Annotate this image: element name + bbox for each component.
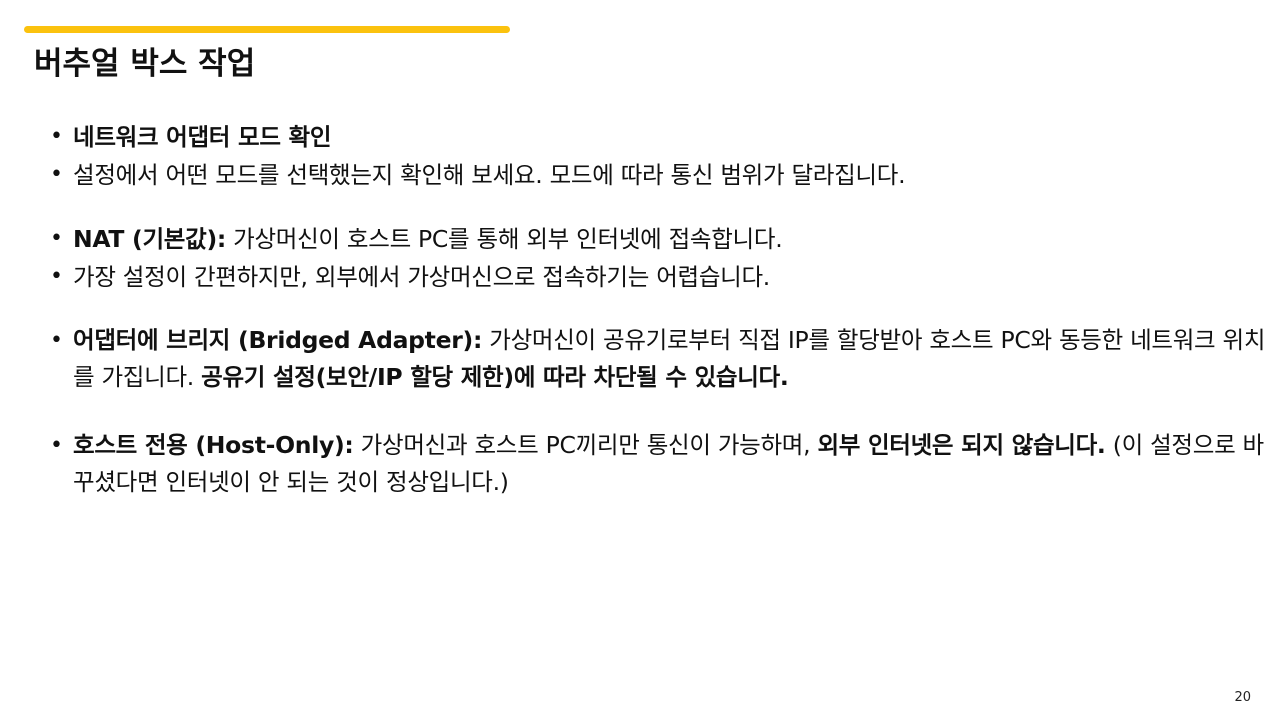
bullet-note: (이 설정으로 바꾸셨다면 인터넷이 안 되는 것이 정상입니다.) [73,431,1264,496]
bullet-emphasis: 외부 인터넷은 되지 않습니다. [817,431,1106,459]
bullet-icon: • [50,433,63,458]
bullet-icon: • [50,264,63,289]
page-number: 20 [1234,690,1251,705]
bullet-text: 가상머신이 호스트 PC를 통해 외부 인터넷에 접속합니다. [225,225,783,253]
bullet-text: 설정에서 어떤 모드를 선택했는지 확인해 보세요. 모드에 따라 통신 범위가… [73,161,906,189]
bullet-item-adapter-mode: • 네트워크 어댑터 모드 확인 [46,118,1266,156]
bullet-heading: NAT (기본값): [73,225,226,253]
bullet-icon: • [50,124,63,149]
title-accent-bar [24,26,510,33]
bullet-item-nat-note: • 가장 설정이 간편하지만, 외부에서 가상머신으로 접속하기는 어렵습니다. [46,258,1266,296]
bullet-heading: 네트워크 어댑터 모드 확인 [73,123,332,151]
bullet-text: 가장 설정이 간편하지만, 외부에서 가상머신으로 접속하기는 어렵습니다. [73,263,770,291]
bullet-icon: • [50,162,63,187]
slide-title: 버추얼 박스 작업 [34,46,256,82]
bullet-heading: 호스트 전용 (Host-Only): [73,431,354,459]
bullet-text: 가상머신과 호스트 PC끼리만 통신이 가능하며, [353,431,818,459]
bullet-text: 가상머신이 공유기로부터 직접 IP를 할당받아 호스트 PC와 동등한 네트워… [73,326,1266,391]
bullet-item-host-only: • 호스트 전용 (Host-Only): 가상머신과 호스트 PC끼리만 통신… [46,427,1266,501]
bullet-emphasis: 공유기 설정(보안/IP 할당 제한)에 따라 차단될 수 있습니다. [201,363,789,391]
bullet-heading: 어댑터에 브리지 (Bridged Adapter): [73,326,483,354]
bullet-item-check-settings: • 설정에서 어떤 모드를 선택했는지 확인해 보세요. 모드에 따라 통신 범… [46,156,1266,194]
bullet-list: • 네트워크 어댑터 모드 확인 • 설정에서 어떤 모드를 선택했는지 확인해… [46,118,1266,501]
bullet-item-nat: • NAT (기본값): 가상머신이 호스트 PC를 통해 외부 인터넷에 접속… [46,220,1266,258]
bullet-icon: • [50,328,63,353]
bullet-icon: • [50,226,63,251]
bullet-item-bridged: • 어댑터에 브리지 (Bridged Adapter): 가상머신이 공유기로… [46,322,1266,396]
